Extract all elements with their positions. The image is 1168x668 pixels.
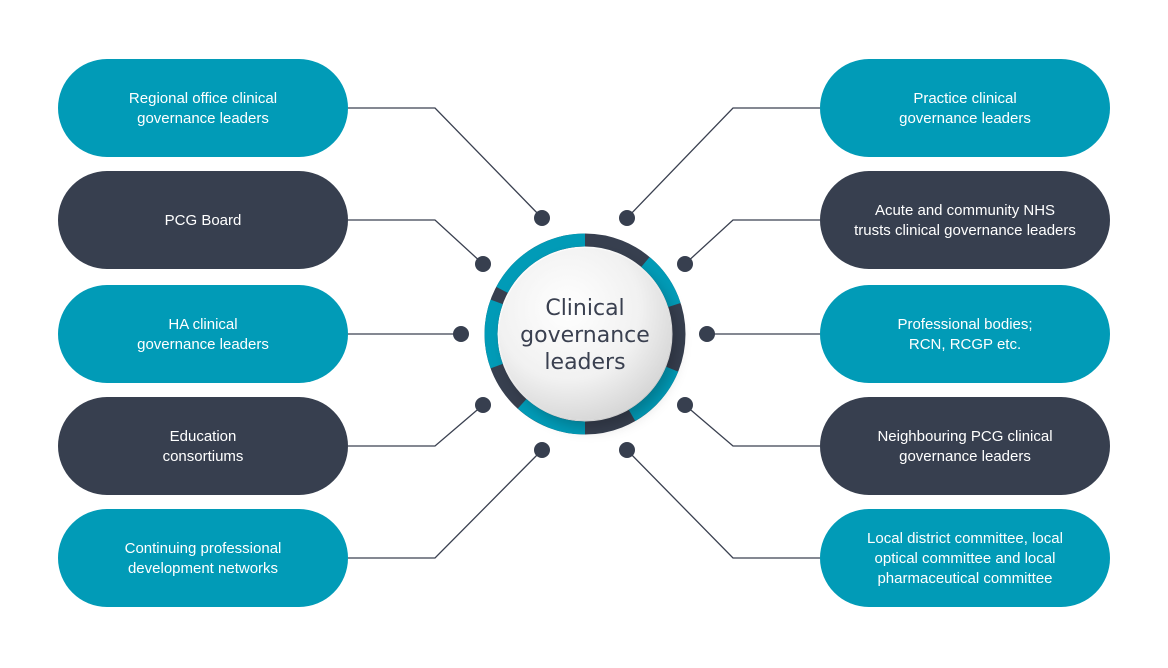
- node-label: optical committee and local: [875, 550, 1056, 567]
- node-label: pharmaceutical committee: [877, 570, 1052, 587]
- ring-segment-3: [628, 366, 679, 422]
- left-node-2: PCG Board: [58, 171, 348, 269]
- connector-dot: [475, 397, 491, 413]
- node-pill: [820, 397, 1110, 495]
- connector-line: [348, 449, 543, 559]
- node-label: trusts clinical governance leaders: [854, 222, 1076, 239]
- left-connector-2: [348, 219, 491, 272]
- right-node-3: Professional bodies; RCN, RCGP etc.: [820, 285, 1110, 383]
- left-node-5: Continuing professional development netwo…: [58, 509, 348, 607]
- node-label: governance leaders: [899, 110, 1031, 127]
- node-label: Regional office clinical: [129, 90, 277, 107]
- node-label: Practice clinical: [913, 90, 1016, 107]
- center-disc: [499, 248, 671, 420]
- left-node-3: HA clinical governance leaders: [58, 285, 348, 383]
- connector-dot: [534, 210, 550, 226]
- node-label: Neighbouring PCG clinical: [877, 428, 1052, 445]
- center-ring: [484, 233, 686, 435]
- node-pill: [820, 59, 1110, 157]
- node-pill: [58, 509, 348, 607]
- node-label: development networks: [128, 560, 278, 577]
- connector-dot: [534, 442, 550, 458]
- connector-dot: [475, 256, 491, 272]
- right-node-2: Acute and community NHS trusts clinical g…: [820, 171, 1110, 269]
- ring-segment-4: [517, 398, 586, 435]
- nodes: Regional office clinical governance leade…: [58, 59, 1110, 607]
- node-label: HA clinical: [168, 316, 237, 333]
- connector-line: [684, 404, 820, 447]
- ring-segment-2: [641, 257, 681, 308]
- node-label: governance leaders: [899, 448, 1031, 465]
- connector-dot: [677, 256, 693, 272]
- left-connector-4: [348, 397, 491, 447]
- node-pill: [58, 59, 348, 157]
- left-node-1: Regional office clinical governance leade…: [58, 59, 348, 157]
- node-label: Continuing professional: [125, 540, 282, 557]
- node-label: Local district committee, local: [867, 530, 1063, 547]
- right-connector-5: [619, 442, 820, 559]
- center-title: Clinical: [545, 296, 624, 321]
- node-pill: [820, 509, 1110, 607]
- connector-line: [626, 449, 820, 559]
- connector-line: [348, 219, 484, 265]
- right-connector-3: [699, 326, 820, 342]
- node-pill: [820, 171, 1110, 269]
- ring-segment-1: [496, 233, 586, 294]
- node-pill: [58, 397, 348, 495]
- right-connector-2: [677, 219, 820, 272]
- right-node-5: Local district committee, local optical c…: [820, 509, 1110, 607]
- node-label: PCG Board: [165, 212, 242, 229]
- node-label: RCN, RCGP etc.: [909, 336, 1021, 353]
- connector-dot: [699, 326, 715, 342]
- connector-line: [348, 404, 484, 447]
- left-connector-3: [348, 326, 469, 342]
- right-connector-1: [619, 107, 820, 226]
- connector-line: [348, 107, 543, 219]
- node-pill: [58, 285, 348, 383]
- node-pill: [820, 285, 1110, 383]
- center-title: leaders: [544, 350, 625, 375]
- left-connector-5: [348, 442, 550, 559]
- left-connector-1: [348, 107, 550, 226]
- connectors: [348, 107, 820, 559]
- node-label: Education: [170, 428, 237, 445]
- node-pill: [58, 171, 348, 269]
- ring-segment-5: [484, 299, 503, 369]
- node-label: governance leaders: [137, 110, 269, 127]
- connector-line: [626, 107, 820, 219]
- node-label: Acute and community NHS: [875, 202, 1055, 219]
- node-label: consortiums: [163, 448, 244, 465]
- connector-dot: [619, 210, 635, 226]
- right-connector-4: [677, 397, 820, 447]
- right-node-4: Neighbouring PCG clinical governance lead…: [820, 397, 1110, 495]
- connector-dot: [453, 326, 469, 342]
- connector-dot: [677, 397, 693, 413]
- node-label: Professional bodies;: [897, 316, 1032, 333]
- left-node-4: Education consortiums: [58, 397, 348, 495]
- connector-dot: [619, 442, 635, 458]
- node-label: governance leaders: [137, 336, 269, 353]
- connector-line: [684, 219, 820, 265]
- center-title: governance: [520, 323, 650, 348]
- right-node-1: Practice clinical governance leaders: [820, 59, 1110, 157]
